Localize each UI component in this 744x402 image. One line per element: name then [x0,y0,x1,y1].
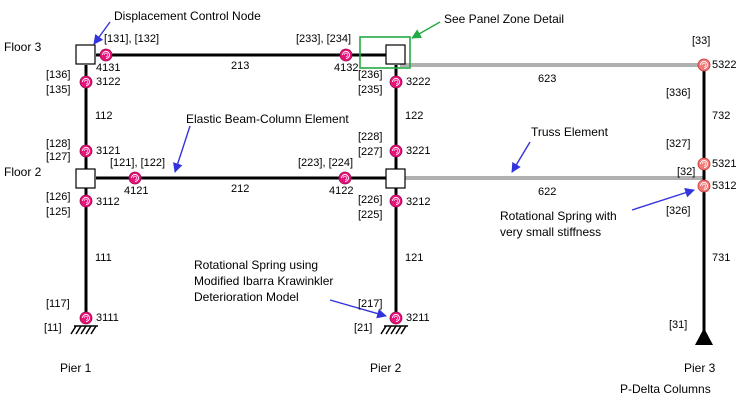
spring-3122 [79,75,93,89]
spring-4122-bracket: [223], [224] [298,157,354,169]
spring-5312-label: 5312 [712,180,737,192]
spring-3112 [79,194,93,208]
node-336-label: [336] [666,87,691,99]
spring-3211-label: 3211 [406,312,430,324]
node-326-label: [326] [666,205,691,217]
panel-zone-box [359,36,411,69]
fixed-support-pier2 [380,325,408,335]
spring-3222-bracket-b: [235] [358,84,383,96]
spring-3122-bracket-a: [136] [46,69,71,81]
spring-5321-label: 5321 [712,158,737,170]
spring-4131-bracket: [131], [132] [104,33,160,45]
spring-3111-label: 3111 [96,312,119,324]
floor-3-label: Floor 3 [4,40,42,54]
displacement-control-annotation: Displacement Control Node [114,9,261,23]
spring-3222-label: 3222 [406,76,431,88]
pier-1-label: Pier 1 [60,361,92,375]
spring-3221 [389,144,403,158]
spring-3211 [389,311,403,325]
spring-3222 [389,75,403,89]
node-pier2-floor3 [385,44,406,65]
element-732-label: 732 [712,110,731,122]
spring-3111-bracket-a: [117] [46,298,70,310]
spring-3111 [79,311,93,325]
element-212-label: 212 [231,183,250,195]
spring-4132-label: 4132 [334,62,359,74]
support-31-label: [31] [669,319,688,331]
arrow-displacement-control [93,21,111,45]
support-21-label: [21] [354,322,373,334]
spring-3211-bracket-a: [217] [358,298,383,310]
spring-3121-label: 3121 [96,145,121,157]
spring-4122 [338,171,352,185]
spring-3121-bracket-b: [127] [46,151,71,163]
element-623-label: 623 [538,73,557,85]
spring-3212-bracket-b: [225] [358,209,383,221]
spring-3221-label: 3221 [406,145,431,157]
spring-5312 [697,179,711,193]
rotational-spring-small-line-1: Rotational Spring with [500,209,617,223]
pdelta-columns-label: P-Delta Columns [620,382,711,396]
spring-4131-label: 4131 [96,62,121,74]
elastic-beam-column-annotation: Elastic Beam-Column Element [186,112,349,126]
spring-3212 [389,194,403,208]
spring-5322-bracket: [33] [692,35,711,47]
pin-support-pier3 [695,328,713,345]
element-111-label: 111 [95,252,112,264]
pier-3-label: Pier 3 [684,361,716,375]
spring-3112-bracket-b: [125] [46,206,71,218]
spring-3212-label: 3212 [406,196,431,208]
spring-5322-label: 5322 [712,59,737,71]
arrow-spring-ik [329,299,387,319]
spring-3112-label: 3112 [96,196,120,208]
spring-5321-bracket: [32] [677,166,696,178]
node-pier1-floor3 [75,44,96,65]
spring-3121-bracket-a: [128] [46,138,71,150]
element-213-label: 213 [231,60,250,72]
spring-4132 [339,48,353,62]
spring-3212-bracket-a: [226] [358,194,383,206]
spring-3221-bracket-b: [227] [358,146,383,158]
spring-3122-label: 3122 [96,76,121,88]
element-112-label: 112 [95,110,113,122]
spring-3222-bracket-a: [236] [358,69,383,81]
spring-3121 [79,144,93,158]
arrow-spring-small [631,188,695,211]
spring-3112-bracket-a: [126] [46,191,71,203]
element-122-label: 122 [405,110,424,122]
rotational-spring-ik-line-1: Rotational Spring using [194,258,319,272]
node-pier1-floor2 [75,168,96,189]
spring-5321 [697,157,711,171]
spring-4121-label: 4121 [124,185,149,197]
spring-4132-bracket: [233], [234] [296,33,352,45]
arrow-panel-zone [411,21,441,39]
rotational-spring-ik-line-2: Modified Ibarra Krawinkler [194,274,334,288]
panel-zone-annotation: See Panel Zone Detail [444,12,565,26]
node-327-label: [327] [666,138,691,150]
rotational-spring-small-annotation: Rotational Spring with very small stiffn… [500,208,617,240]
arrow-elastic-beam [173,125,191,173]
spring-4121-bracket: [121], [122] [110,157,166,169]
spring-5322 [697,58,711,72]
truss-element-annotation: Truss Element [531,125,608,139]
rotational-spring-ik-line-3: Deterioration Model [194,290,299,304]
support-11-label: [11] [44,322,62,334]
spring-4122-label: 4122 [329,185,354,197]
rotational-spring-small-line-2: very small stiffness [500,225,602,239]
rotational-spring-ik-annotation: Rotational Spring using Modified Ibarra … [194,257,333,305]
pier-2-label: Pier 2 [370,361,402,375]
element-731-label: 731 [712,252,731,264]
spring-3221-bracket-a: [228] [358,131,383,143]
element-121-label: 121 [405,252,424,264]
node-pier2-floor2 [385,168,406,189]
fixed-support-pier1 [70,325,98,335]
element-622-label: 622 [538,186,557,198]
spring-3122-bracket-b: [135] [46,84,71,96]
arrow-truss [511,141,531,173]
spring-4131 [99,48,113,62]
floor-2-label: Floor 2 [4,165,42,179]
spring-4121 [128,171,142,185]
